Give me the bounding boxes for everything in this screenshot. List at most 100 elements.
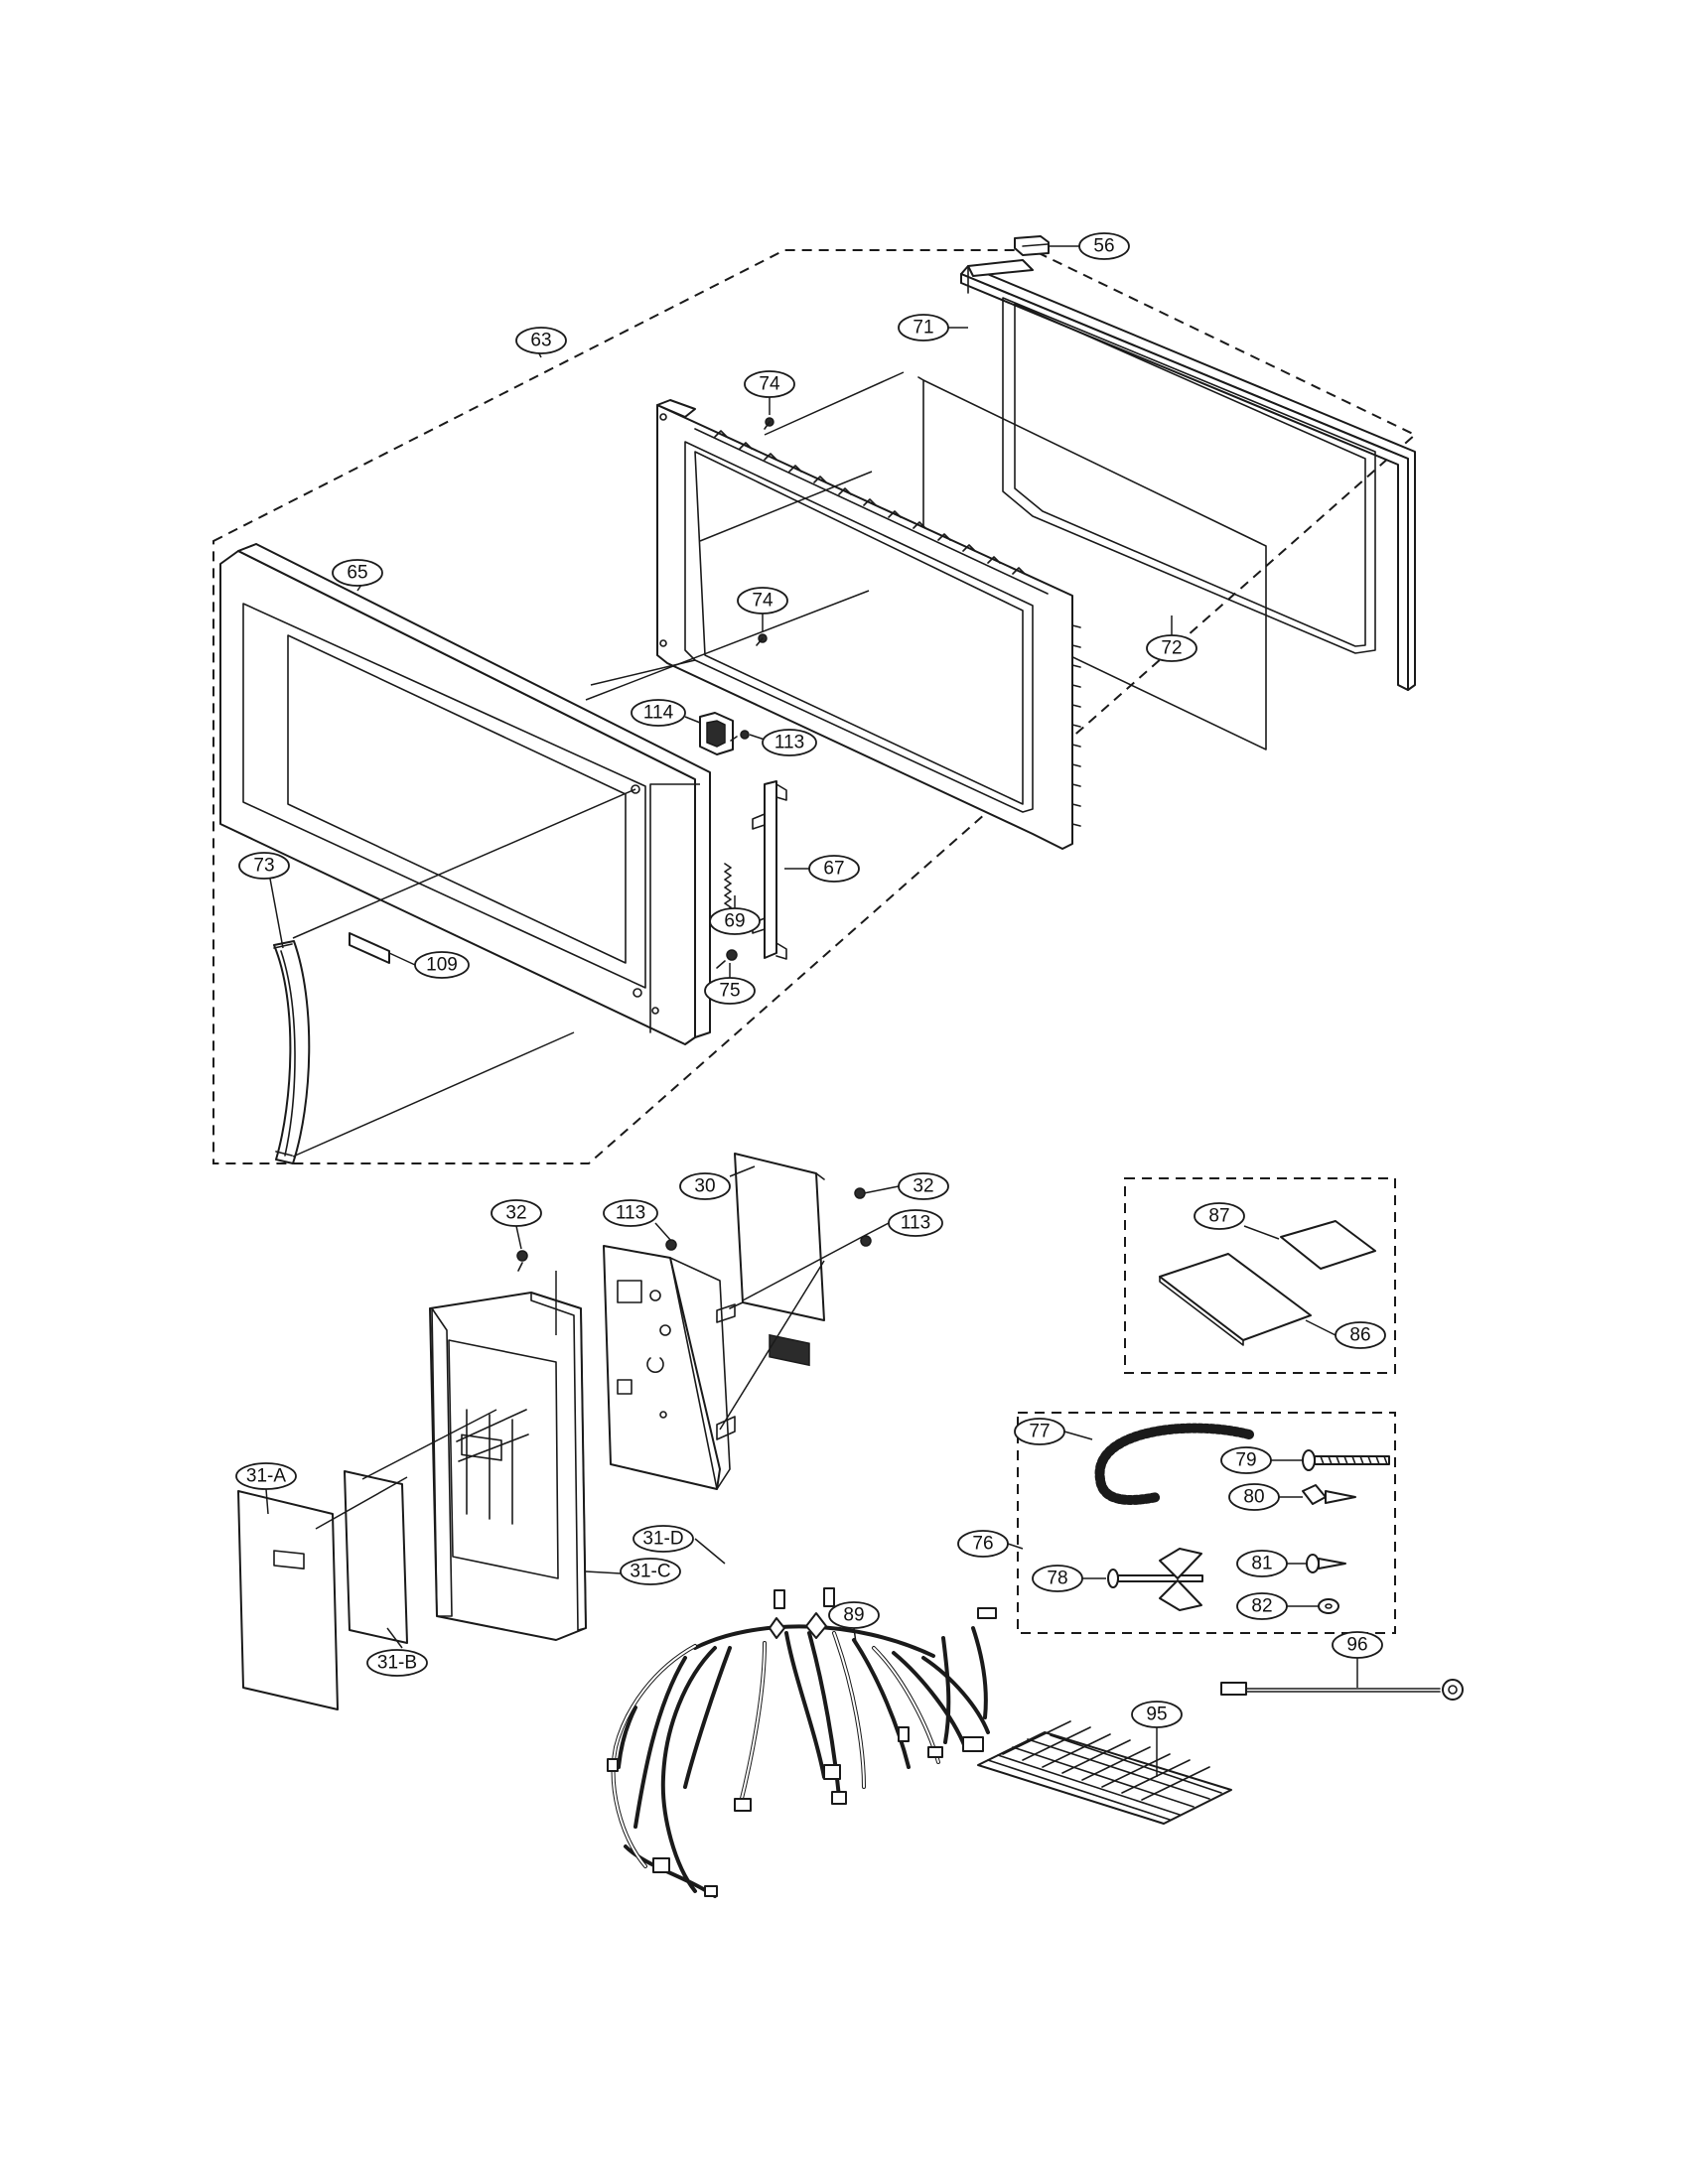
callout-82: 82	[1236, 1592, 1288, 1620]
callout-label: 56	[1093, 236, 1114, 257]
callout-32-right: 32	[898, 1172, 949, 1200]
callout-114: 114	[631, 699, 686, 727]
screw-81	[1306, 1554, 1346, 1573]
screw-32-right	[854, 1187, 866, 1199]
callout-label: 31-C	[630, 1562, 670, 1582]
callout-63: 63	[515, 327, 567, 354]
callout-label: 73	[253, 856, 274, 877]
assembly-line-9	[361, 1409, 497, 1480]
toggle-bolt-78	[1107, 1548, 1203, 1611]
callout-86: 86	[1335, 1321, 1386, 1349]
callout-label: 87	[1208, 1206, 1229, 1227]
film-31B	[344, 1470, 408, 1644]
assembly-line-11	[719, 1260, 825, 1431]
door-teeth-top	[694, 428, 1049, 595]
screw-113-door	[730, 730, 750, 742]
assembly-line-3	[764, 371, 905, 436]
control-board-30	[729, 1153, 825, 1367]
callout-label: 95	[1146, 1705, 1167, 1725]
callout-label: 81	[1251, 1554, 1272, 1574]
callout-label: 69	[724, 911, 745, 932]
callout-label: 80	[1243, 1487, 1264, 1508]
callout-113-left: 113	[603, 1199, 658, 1227]
callout-65: 65	[332, 559, 383, 587]
manual-86-edge	[1159, 1276, 1244, 1346]
wiring-harness-89	[607, 1587, 997, 1898]
callout-label: 109	[426, 955, 458, 976]
callout-74-mid: 74	[737, 587, 788, 614]
assembly-line-6	[292, 1031, 575, 1158]
ground-wire-96	[1220, 1679, 1464, 1701]
callout-74-top: 74	[744, 370, 795, 398]
callout-label: 67	[823, 859, 844, 880]
callout-79: 79	[1220, 1446, 1272, 1474]
screw-80	[1302, 1484, 1356, 1505]
callout-89: 89	[828, 1601, 880, 1629]
washer-82	[1318, 1598, 1339, 1614]
assembly-line-1	[699, 471, 873, 542]
callout-87: 87	[1194, 1202, 1245, 1230]
assembly-line-7	[590, 659, 696, 686]
callout-80: 80	[1228, 1483, 1280, 1511]
callout-label: 86	[1349, 1325, 1370, 1346]
door-frame-71	[960, 259, 1416, 691]
callout-113-right: 113	[888, 1209, 943, 1237]
manual-86	[1159, 1253, 1312, 1341]
spring-69	[724, 863, 732, 916]
callout-73: 73	[238, 852, 290, 880]
callout-label: 79	[1235, 1450, 1256, 1471]
callout-label: 82	[1251, 1596, 1272, 1617]
callout-label: 114	[643, 703, 674, 724]
callout-label: 31-B	[377, 1653, 417, 1674]
callout-label: 71	[913, 318, 933, 339]
callout-95: 95	[1131, 1701, 1183, 1728]
callout-label: 32	[913, 1176, 933, 1197]
clip-56	[1014, 235, 1050, 256]
callout-72: 72	[1146, 634, 1197, 662]
control-frame-31C	[429, 1292, 587, 1641]
callout-label: 76	[972, 1534, 993, 1555]
callout-31D: 31-D	[633, 1525, 694, 1553]
callout-label: 31-A	[246, 1466, 286, 1487]
screw-113-right	[860, 1235, 872, 1247]
callout-label: 74	[752, 591, 774, 612]
control-bracket-31D	[603, 1245, 736, 1490]
manual-group-boundary	[1124, 1177, 1396, 1374]
strap-77	[1094, 1423, 1254, 1505]
callout-31B: 31-B	[366, 1649, 428, 1677]
callout-label: 113	[774, 733, 804, 753]
callout-label: 31-D	[642, 1529, 683, 1550]
assembly-line-5	[292, 788, 636, 939]
callout-76: 76	[957, 1530, 1009, 1558]
screw-113-left	[665, 1239, 677, 1251]
hinge-bracket-67	[752, 780, 787, 960]
callout-label: 113	[901, 1213, 930, 1234]
callout-label: 74	[759, 374, 780, 395]
callout-label: 96	[1346, 1635, 1367, 1656]
callout-label: 65	[347, 563, 367, 584]
door-assembly-boundary	[212, 249, 1417, 1164]
callout-30: 30	[679, 1172, 731, 1200]
glass-panel-72	[917, 376, 1267, 751]
bolt-79	[1302, 1449, 1390, 1471]
callout-label: 30	[694, 1176, 715, 1197]
assembly-line-12	[742, 1235, 865, 1301]
callout-69: 69	[709, 907, 761, 935]
callout-31C: 31-C	[620, 1558, 681, 1585]
install-kit-boundary	[1017, 1412, 1396, 1634]
assembly-line-8	[315, 1476, 408, 1530]
callout-label: 78	[1047, 1569, 1067, 1589]
callout-77: 77	[1014, 1418, 1065, 1445]
callout-label: 77	[1029, 1422, 1050, 1442]
assembly-line-2	[585, 590, 870, 701]
template-95	[977, 1720, 1232, 1825]
callout-96: 96	[1332, 1631, 1383, 1659]
callout-label: 32	[505, 1203, 526, 1224]
callout-label: 89	[843, 1605, 864, 1626]
screw-75	[716, 949, 738, 969]
callout-109: 109	[414, 951, 470, 979]
callout-56: 56	[1078, 232, 1130, 260]
callout-75: 75	[704, 977, 756, 1005]
callout-67: 67	[808, 855, 860, 883]
